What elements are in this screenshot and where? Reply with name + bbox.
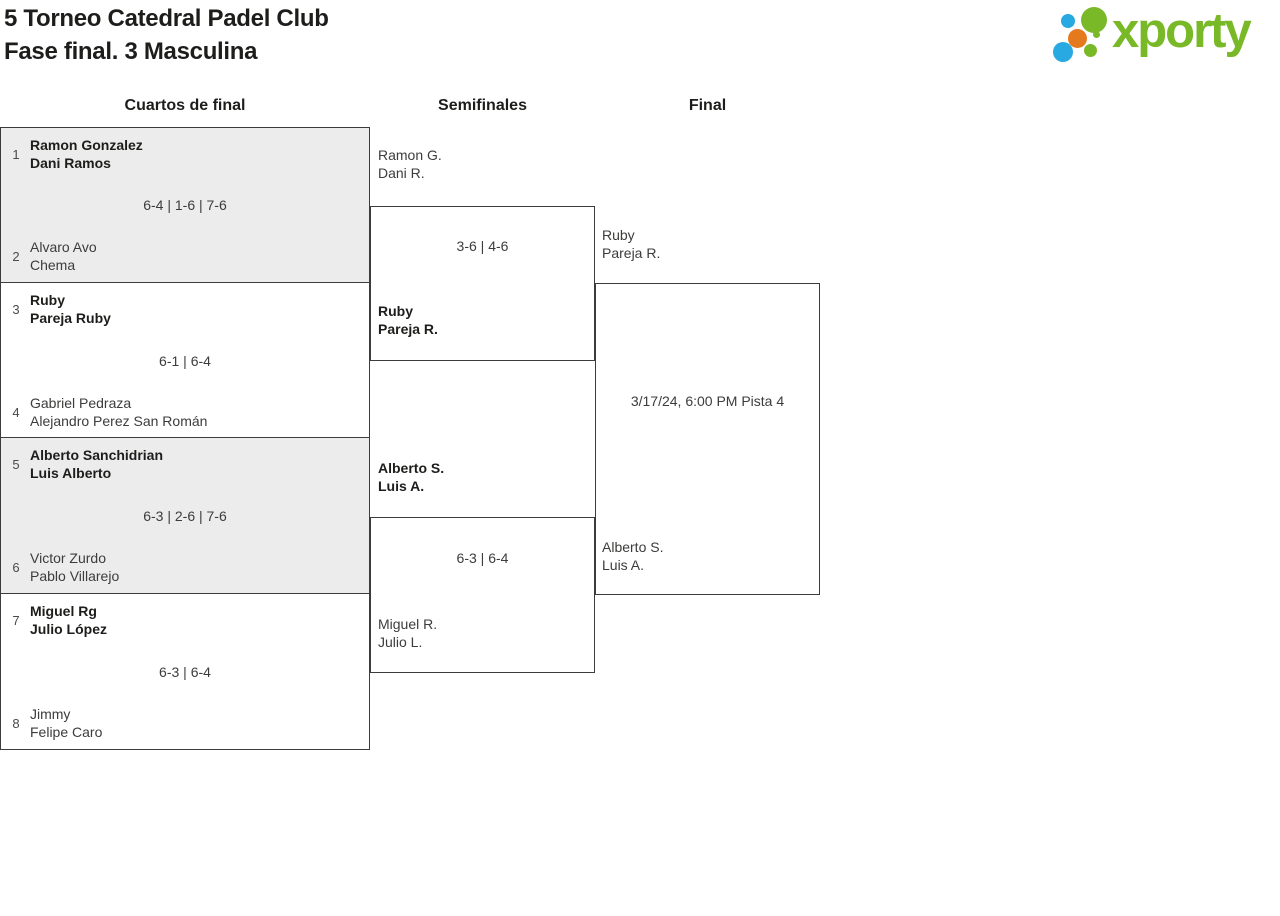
match-score: 3-6 | 4-6 (456, 238, 509, 254)
logo-dot-icon (1053, 42, 1073, 62)
player-name: Ruby (30, 292, 65, 308)
player-name: Ruby (378, 303, 413, 319)
seed-number: 4 (12, 404, 20, 420)
match-score: 6-3 | 6-4 (159, 663, 211, 680)
logo-dot-icon (1081, 7, 1107, 33)
final-schedule: 3/17/24, 6:00 PM Pista 4 (630, 393, 785, 409)
team-entry-seed8[interactable]: 8 Jimmy Felipe Caro (9, 705, 361, 741)
xporty-logo[interactable]: xporty (1048, 0, 1280, 70)
player-name: Ruby (602, 227, 635, 243)
player-name: Dani Ramos (30, 155, 111, 171)
team-entry-seed6[interactable]: 6 Victor Zurdo Pablo Villarejo (9, 549, 361, 585)
player-name: Alberto S. (378, 460, 445, 476)
final-team-top[interactable]: Ruby Pareja R. (602, 226, 660, 262)
player-name: Julio López (30, 621, 107, 637)
player-name: Alberto S. (602, 539, 664, 555)
team-entry-seed1[interactable]: 1 Ramon Gonzalez Dani Ramos (9, 136, 361, 172)
player-name: Victor Zurdo (30, 550, 106, 566)
team-names: Alvaro Avo Chema (30, 238, 97, 274)
seed-number: 2 (12, 248, 20, 264)
match-box-qf4: 7 Miguel Rg Julio López 6-3 | 6-4 8 Jimm… (0, 593, 370, 750)
match-score: 6-3 | 2-6 | 7-6 (143, 507, 227, 524)
player-name: Dani R. (378, 165, 425, 181)
team-entry-seed3[interactable]: 3 Ruby Pareja Ruby (9, 291, 361, 327)
match-score: 6-4 | 1-6 | 7-6 (143, 197, 227, 213)
player-name: Miguel Rg (30, 603, 97, 619)
player-name: Gabriel Pedraza (30, 395, 132, 411)
player-name: Julio L. (378, 634, 423, 650)
final-team-bottom[interactable]: Alberto S. Luis A. (602, 538, 663, 574)
match-score: 6-3 | 6-4 (456, 550, 509, 566)
column-header-semifinales: Semifinales (438, 97, 527, 114)
player-name: Pareja R. (602, 245, 661, 261)
logo-dot-icon (1061, 14, 1075, 28)
player-name: Luis A. (602, 557, 645, 573)
team-names: Ramon Gonzalez Dani Ramos (30, 136, 143, 172)
player-name: Jimmy (30, 706, 71, 722)
header: 5 Torneo Catedral Padel Club Fase final.… (4, 2, 329, 68)
sf1-team-top[interactable]: Ramon G. Dani R. (378, 146, 442, 182)
team-entry-seed7[interactable]: 7 Miguel Rg Julio López (9, 602, 361, 638)
team-names: Jimmy Felipe Caro (30, 705, 102, 741)
seed-number: 7 (12, 612, 20, 628)
match-box-qf1: 1 Ramon Gonzalez Dani Ramos 6-4 | 1-6 | … (0, 127, 370, 283)
logo-dot-icon (1084, 44, 1097, 57)
match-box-qf3: 5 Alberto Sanchidrian Luis Alberto 6-3 |… (0, 437, 370, 594)
player-name: Chema (30, 257, 76, 273)
player-name: Ramon Gonzalez (30, 137, 143, 153)
team-names: Gabriel Pedraza Alejandro Perez San Romá… (30, 394, 207, 430)
match-box-sf2 (370, 517, 595, 673)
player-name: Alberto Sanchidrian (30, 447, 164, 463)
team-names: Victor Zurdo Pablo Villarejo (30, 549, 119, 585)
column-header-cuartos: Cuartos de final (124, 97, 246, 114)
player-name: Miguel R. (378, 616, 438, 632)
seed-number: 8 (12, 715, 20, 731)
team-entry-seed2[interactable]: 2 Alvaro Avo Chema (9, 238, 361, 274)
player-name: Alejandro Perez San Román (30, 413, 208, 429)
player-name: Luis A. (378, 478, 425, 494)
page-subtitle: Fase final. 3 Masculina (4, 38, 258, 65)
player-name: Luis Alberto (30, 465, 112, 481)
player-name: Felipe Caro (30, 724, 103, 740)
sf2-team-top[interactable]: Alberto S. Luis A. (378, 459, 444, 495)
seed-number: 1 (12, 146, 20, 162)
team-entry-seed5[interactable]: 5 Alberto Sanchidrian Luis Alberto (9, 446, 361, 482)
player-name: Pablo Villarejo (30, 568, 120, 584)
page-title: 5 Torneo Catedral Padel Club (4, 5, 329, 32)
match-box-final (595, 283, 820, 595)
player-name: Ramon G. (378, 147, 442, 163)
sf2-team-bottom[interactable]: Miguel R. Julio L. (378, 615, 437, 651)
seed-number: 5 (12, 456, 20, 472)
logo-dot-icon (1093, 31, 1100, 38)
player-name: Pareja Ruby (30, 310, 111, 326)
team-names: Ruby Pareja Ruby (30, 291, 111, 327)
logo-dot-icon (1068, 29, 1087, 48)
match-box-sf1 (370, 206, 595, 361)
player-name: Pareja R. (378, 321, 438, 337)
player-name: Alvaro Avo (30, 239, 97, 255)
team-names: Alberto Sanchidrian Luis Alberto (30, 446, 163, 482)
team-entry-seed4[interactable]: 4 Gabriel Pedraza Alejandro Perez San Ro… (9, 394, 361, 430)
match-box-qf2: 3 Ruby Pareja Ruby 6-1 | 6-4 4 Gabriel P… (0, 282, 370, 439)
team-names: Miguel Rg Julio López (30, 602, 107, 638)
xporty-wordmark: xporty (1112, 4, 1252, 58)
seed-number: 3 (12, 301, 20, 317)
column-header-final: Final (688, 97, 727, 114)
seed-number: 6 (12, 559, 20, 575)
match-score: 6-1 | 6-4 (159, 352, 211, 369)
sf1-team-bottom[interactable]: Ruby Pareja R. (378, 302, 438, 338)
